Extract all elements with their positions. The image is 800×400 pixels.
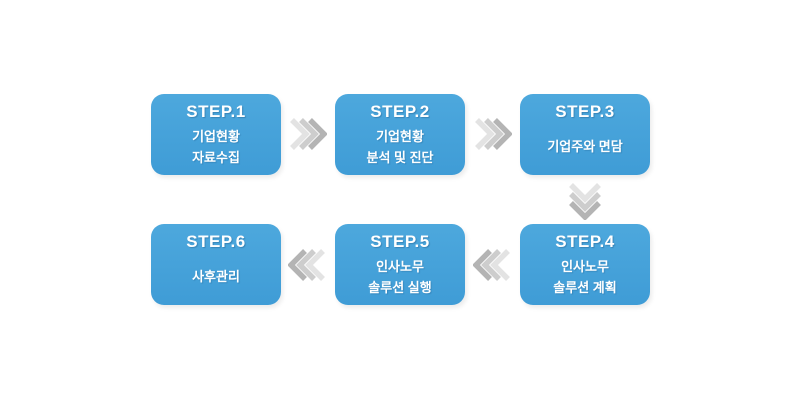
step-description-line: 기업주와 면담 <box>547 139 623 154</box>
step-label: STEP.5 <box>370 232 430 251</box>
step-description-line: 기업현황 <box>192 128 240 144</box>
step-description: 기업현황 분석 및 진단 <box>335 122 465 175</box>
step-box-1: STEP.1 기업현황 자료수집 <box>151 94 281 175</box>
step-label: STEP.3 <box>555 102 615 121</box>
chevron-left-icon <box>473 249 510 281</box>
step-description-line: 분석 및 진단 <box>366 149 434 165</box>
step-description-line: 인사노무 <box>561 258 609 274</box>
step-description: 기업주와 면담 <box>520 122 650 175</box>
step-description: 기업현황 자료수집 <box>151 122 281 175</box>
step-description-line: 인사노무 <box>376 258 424 274</box>
step-box-2: STEP.2 기업현황 분석 및 진단 <box>335 94 465 175</box>
step-description: 인사노무 솔루션 계획 <box>520 252 650 305</box>
step-box-6: STEP.6 사후관리 <box>151 224 281 305</box>
step-box-5: STEP.5 인사노무 솔루션 실행 <box>335 224 465 305</box>
step-description-line: 솔루션 계획 <box>553 279 617 295</box>
step-description-line: 솔루션 실행 <box>368 279 432 295</box>
step-box-3: STEP.3 기업주와 면담 <box>520 94 650 175</box>
chevron-right-icon <box>475 118 512 150</box>
step-label: STEP.4 <box>555 232 615 251</box>
chevron-down-icon <box>569 183 601 220</box>
step-label: STEP.1 <box>186 102 246 121</box>
step-description-line: 사후관리 <box>192 269 240 284</box>
step-label: STEP.2 <box>370 102 430 121</box>
chevron-left-icon <box>288 249 325 281</box>
step-description-line: 자료수집 <box>192 149 240 165</box>
chevron-right-icon <box>290 118 327 150</box>
step-description: 사후관리 <box>151 252 281 305</box>
step-description: 인사노무 솔루션 실행 <box>335 252 465 305</box>
step-box-4: STEP.4 인사노무 솔루션 계획 <box>520 224 650 305</box>
step-description-line: 기업현황 <box>376 128 424 144</box>
step-label: STEP.6 <box>186 232 246 251</box>
